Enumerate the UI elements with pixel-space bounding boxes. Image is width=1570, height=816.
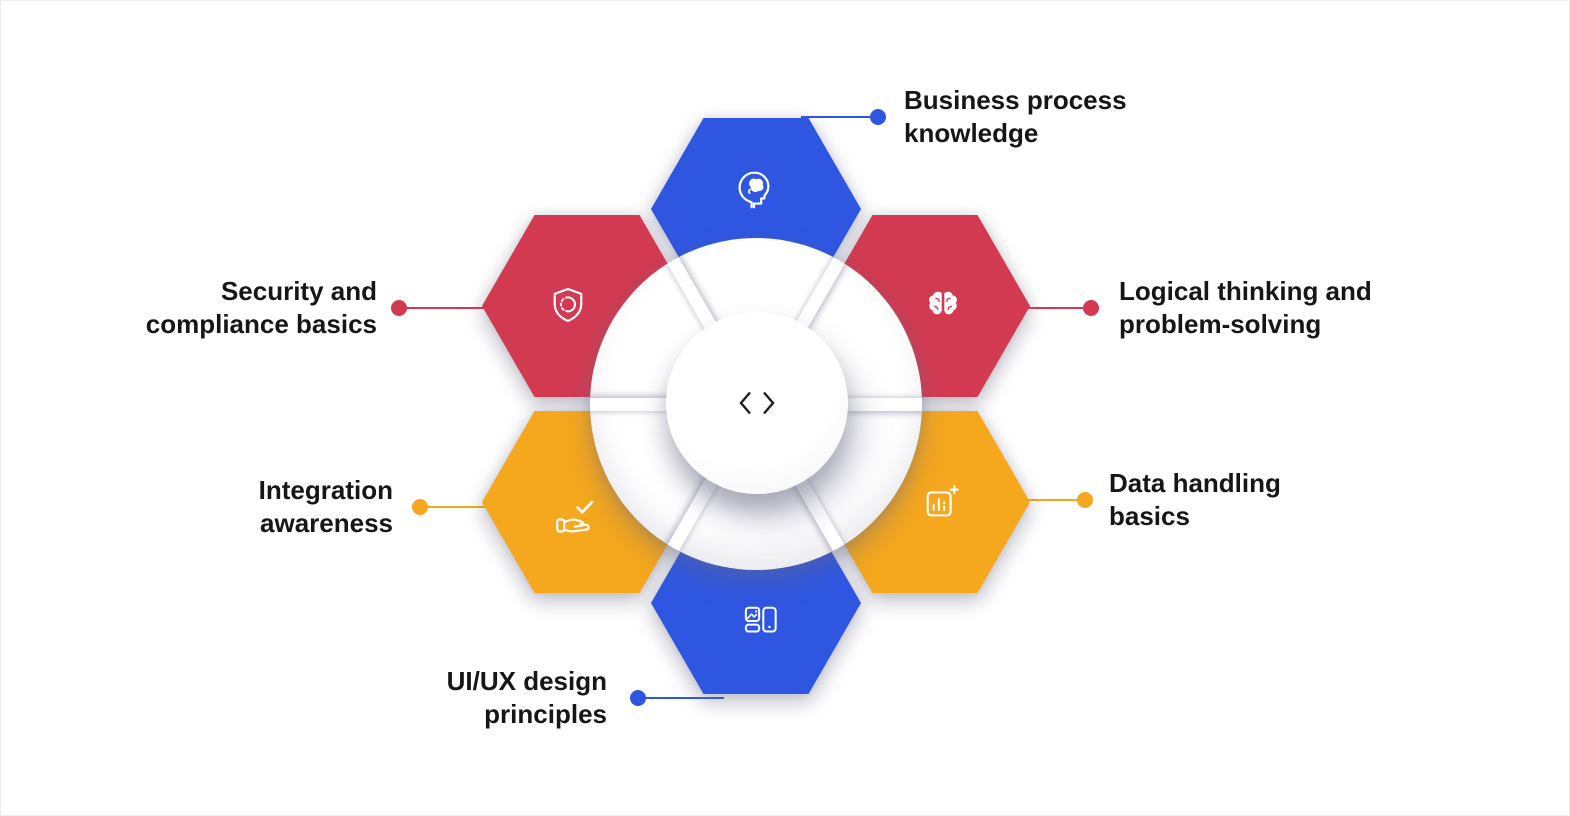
label-line: Data handling — [1109, 468, 1281, 498]
label-ui-ux: UI/UX design principles — [447, 665, 607, 731]
center-circle — [666, 312, 848, 494]
connector-line-integration — [420, 506, 504, 508]
label-line: Business process — [904, 85, 1127, 115]
label-line: Logical thinking and — [1119, 276, 1372, 306]
label-security: Security and compliance basics — [146, 275, 377, 341]
label-line: compliance basics — [145, 309, 377, 339]
label-business-process: Business process knowledge — [904, 84, 1127, 150]
label-line: knowledge — [904, 118, 1039, 148]
label-line: Integration — [258, 475, 393, 505]
connector-line-business — [801, 116, 879, 118]
label-line: problem-solving — [1119, 309, 1322, 339]
shield-icon — [546, 284, 590, 328]
label-line: basics — [1109, 501, 1190, 531]
label-line: principles — [484, 699, 607, 729]
connector-line-data — [1009, 499, 1085, 501]
connector-dot-business — [870, 109, 886, 125]
connector-dot-data — [1077, 492, 1093, 508]
label-integration: Integration awareness — [259, 474, 393, 540]
brain-icon — [922, 284, 964, 326]
connector-line-security — [399, 307, 503, 309]
code-icon — [739, 391, 775, 415]
ring-groove — [828, 397, 922, 411]
connector-dot-security — [391, 300, 407, 316]
chart-plus-icon — [919, 481, 963, 525]
label-line: UI/UX design — [446, 666, 607, 696]
connector-line-uiux — [638, 697, 724, 699]
label-data-handling: Data handling basics — [1109, 467, 1281, 533]
label-line: awareness — [260, 508, 393, 538]
label-logical-thinking: Logical thinking and problem-solving — [1119, 275, 1372, 341]
hand-check-icon — [551, 491, 599, 539]
connector-dot-uiux — [630, 690, 646, 706]
connector-dot-integration — [412, 499, 428, 515]
label-line: Security and — [220, 276, 377, 306]
connector-dot-logical — [1083, 300, 1099, 316]
ui-layout-icon — [739, 599, 783, 643]
head-brain-icon — [731, 166, 777, 212]
connector-line-logical — [1009, 307, 1091, 309]
